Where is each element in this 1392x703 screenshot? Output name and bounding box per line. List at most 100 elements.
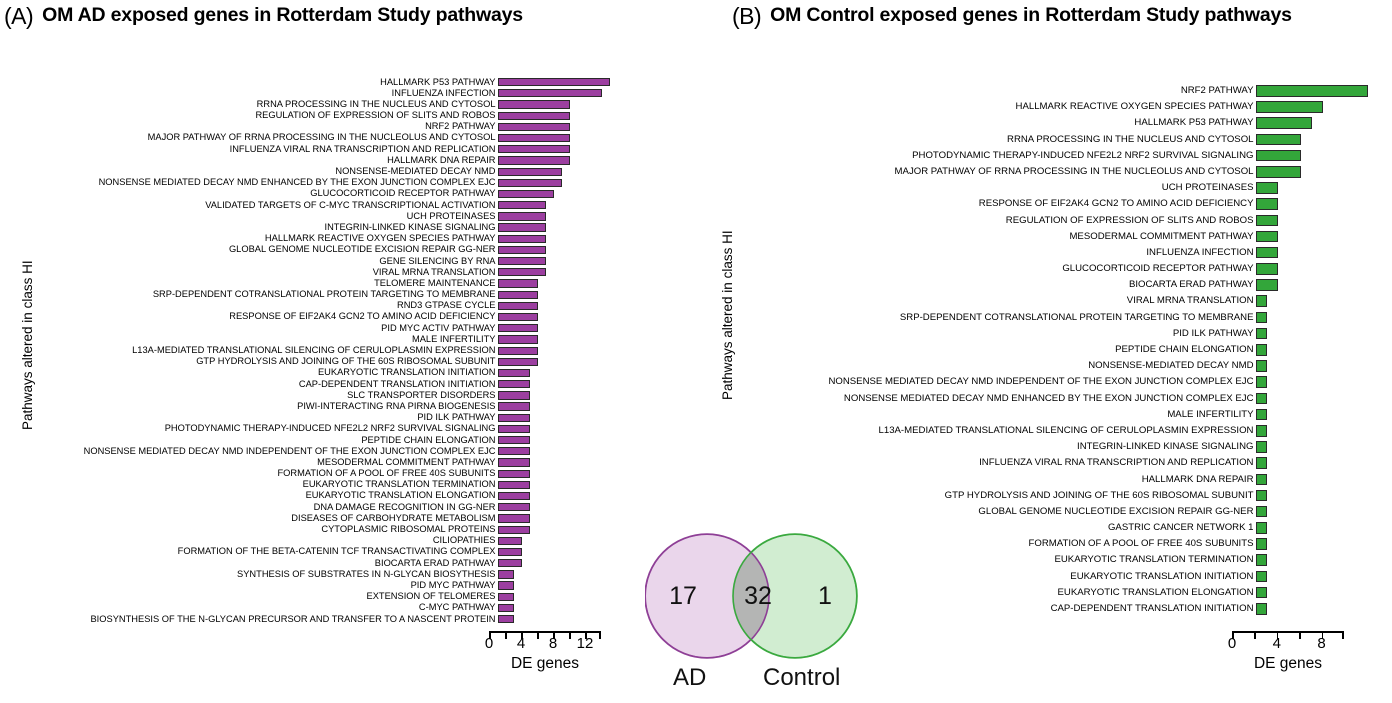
axis-tick [553, 631, 555, 639]
bar-row-label: MALE INFERTILITY [411, 333, 496, 344]
bar-track [498, 178, 610, 187]
bar [498, 380, 530, 389]
bar-row: NONSENSE MEDIATED DECAY NMD ENHANCED BY … [50, 177, 610, 187]
bar-row: BIOCARTA ERAD PATHWAY [50, 558, 610, 567]
bar-track [498, 156, 610, 165]
bar-row-label: NONSENSE MEDIATED DECAY NMD ENHANCED BY … [843, 392, 1254, 404]
bar-track [1256, 505, 1368, 518]
bar-row-label: EUKARYOTIC TRANSLATION ELONGATION [305, 490, 496, 501]
bar [498, 122, 570, 132]
bar-track [1256, 246, 1368, 259]
bar [1256, 489, 1268, 502]
bar-track [498, 245, 610, 255]
bar-row-label: INFLUENZA VIRAL RNA TRANSCRIPTION AND RE… [229, 143, 496, 154]
bar-track [498, 133, 610, 143]
bar-track [498, 100, 610, 109]
bar-track [1256, 198, 1368, 210]
bar-row-label: VIRAL MRNA TRANSLATION [1126, 295, 1254, 307]
bar-row: C-MYC PATHWAY [50, 602, 610, 613]
bar-row: CAP-DEPENDENT TRANSLATION INITIATION [728, 603, 1368, 615]
bar-row-label: BIOCARTA ERAD PATHWAY [1128, 279, 1254, 291]
bar-row: EUKARYOTIC TRANSLATION ELONGATION [50, 490, 610, 501]
bar-row: RND3 GTPASE CYCLE [50, 300, 610, 310]
bar-row: RRNA PROCESSING IN THE NUCLEUS AND CYTOS… [50, 99, 610, 109]
bar-row-label: CAP-DEPENDENT TRANSLATION INITIATION [1050, 603, 1254, 614]
bar-track [498, 413, 610, 422]
bar-row: EUKARYOTIC TRANSLATION TERMINATION [728, 554, 1368, 567]
bar [1256, 246, 1279, 259]
bar [1256, 327, 1268, 340]
bar [498, 592, 514, 601]
bar-row: PID MYC PATHWAY [50, 580, 610, 590]
bar [498, 290, 538, 299]
bar [1256, 424, 1268, 437]
bar-row-label: NONSENSE-MEDIATED DECAY NMD [335, 166, 496, 176]
axis-tick [489, 631, 491, 639]
bar-track [1256, 295, 1368, 308]
bar-row-label: MALE INFERTILITY [1167, 408, 1254, 420]
bar-row: BIOSYNTHESIS OF THE N-GLYCAN PRECURSOR A… [50, 614, 610, 623]
bar-row-label: EXTENSION OF TELOMERES [366, 591, 496, 602]
panel-b-header: (B) OM Control exposed genes in Rotterda… [732, 4, 1384, 28]
bar [1256, 165, 1301, 178]
bar-row: PEPTIDE CHAIN ELONGATION [728, 344, 1368, 356]
bar-row-label: EUKARYOTIC TRANSLATION TERMINATION [1054, 554, 1254, 566]
axis-tick [521, 631, 523, 639]
bar-row: REGULATION OF EXPRESSION OF SLITS AND RO… [728, 214, 1368, 227]
bar-row: VIRAL MRNA TRANSLATION [50, 267, 610, 276]
bar-row-label: UCH PROTEINASES [1161, 182, 1254, 194]
bar [1256, 603, 1268, 615]
bar-row: INFLUENZA VIRAL RNA TRANSCRIPTION AND RE… [728, 457, 1368, 469]
bar [498, 424, 530, 434]
bar-track [1256, 133, 1368, 146]
bar-row: INFLUENZA INFECTION [50, 88, 610, 97]
bar-track [1256, 441, 1368, 453]
axis-tick [1254, 631, 1256, 639]
bar-row-label: C-MYC PATHWAY [418, 602, 496, 613]
bar-row-label: SRP-DEPENDENT COTRANSLATIONAL PROTEIN TA… [899, 311, 1254, 323]
bar-row: NONSENSE-MEDIATED DECAY NMD [50, 166, 610, 176]
bar [498, 447, 530, 456]
bar [498, 525, 530, 534]
bar-row-label: FORMATION OF THE BETA-CATENIN TCF TRANSA… [177, 546, 496, 557]
bar-row: RRNA PROCESSING IN THE NUCLEUS AND CYTOS… [728, 133, 1368, 146]
bar-row: PHOTODYNAMIC THERAPY-INDUCED NFE2L2 NRF2… [728, 149, 1368, 162]
bar-row-label: GTP HYDROLYSIS AND JOINING OF THE 60S RI… [944, 489, 1254, 501]
bar-row-label: PID ILK PATHWAY [417, 412, 496, 423]
bar-track [498, 312, 610, 322]
bar-track [1256, 603, 1368, 615]
bar-track [498, 469, 610, 478]
bar-track [498, 424, 610, 434]
bar [498, 178, 562, 187]
bar-row-label: GLUCOCORTICOID RECEPTOR PATHWAY [310, 188, 496, 199]
bar-row-label: GENE SILENCING BY RNA [379, 255, 496, 266]
bar-track [498, 491, 610, 501]
bar-track [498, 189, 610, 199]
bar-track [1256, 279, 1368, 291]
bar [498, 536, 522, 545]
bar-row-label: HALLMARK DNA REPAIR [1141, 473, 1254, 485]
bar-track [1256, 473, 1368, 486]
bar-row: UCH PROTEINASES [728, 182, 1368, 194]
bar-row-label: EUKARYOTIC TRANSLATION INITIATION [1070, 570, 1254, 582]
bar-track [1256, 586, 1368, 599]
bar [1256, 230, 1279, 243]
bar [498, 436, 530, 445]
bar-row: RESPONSE OF EIF2AK4 GCN2 TO AMINO ACID D… [50, 311, 610, 322]
bar-track [498, 212, 610, 221]
bar-row: HALLMARK REACTIVE OXYGEN SPECIES PATHWAY [728, 101, 1368, 113]
bar-row-label: INTEGRIN-LINKED KINASE SIGNALING [324, 221, 496, 232]
bar-track [498, 346, 610, 355]
bar [1256, 182, 1279, 194]
bar-row: NONSENSE-MEDIATED DECAY NMD [728, 360, 1368, 372]
bar-track [498, 436, 610, 445]
bar [1256, 85, 1368, 97]
bar [498, 145, 570, 154]
bar-row: CILIOPATHIES [50, 535, 610, 545]
bar-row: MALE INFERTILITY [728, 408, 1368, 421]
bar-row-label: RESPONSE OF EIF2AK4 GCN2 TO AMINO ACID D… [229, 311, 496, 322]
panel-a-x-axis-title: DE genes [510, 654, 580, 672]
